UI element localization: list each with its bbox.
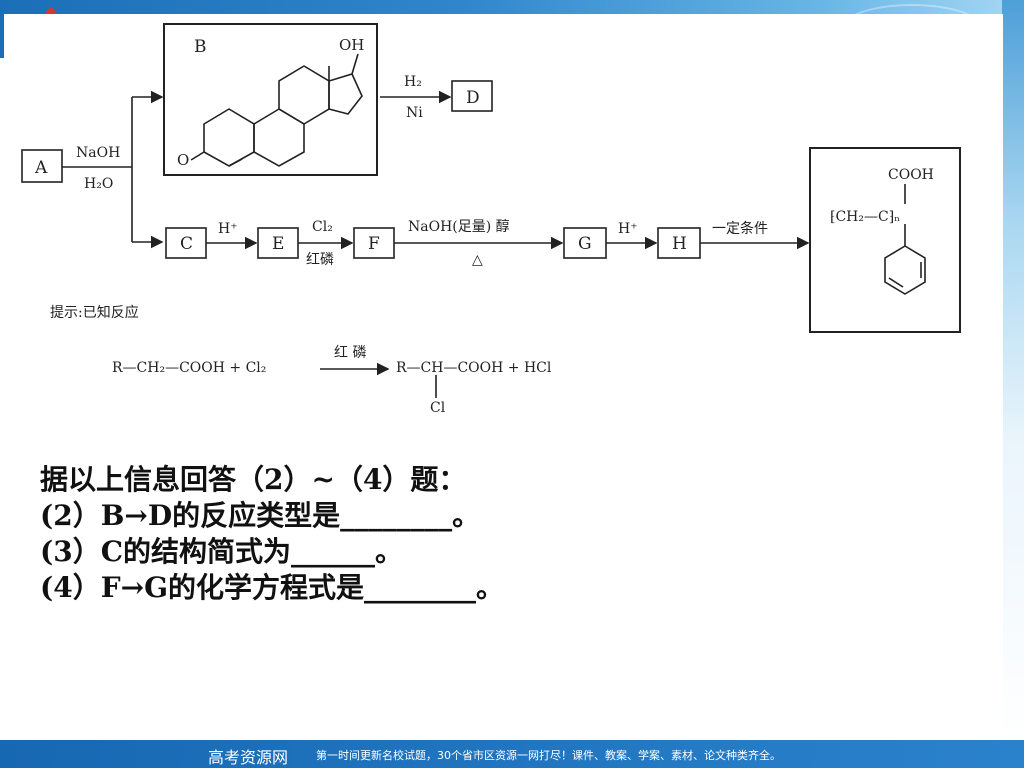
step-gh: H⁺ bbox=[618, 221, 638, 237]
slide-content: A B OH O D C E F G H NaOH H₂O H₂ Ni H⁺ C… bbox=[4, 14, 1003, 740]
question-4: (4）F→G的化学方程式是________。 bbox=[40, 571, 504, 604]
box-e-label: E bbox=[272, 234, 284, 254]
questions-intro: 据以上信息回答（2）~（4）题： bbox=[40, 463, 467, 496]
box-f-label: F bbox=[368, 234, 380, 254]
ketone-o-label: O bbox=[177, 151, 189, 169]
box-c-label: C bbox=[180, 234, 193, 254]
step-fg-top: NaOH(足量) 醇 bbox=[408, 218, 510, 235]
logo-mark-icon bbox=[46, 8, 56, 18]
footer-tagline: 第一时间更新名校试题，30个省市区资源一网打尽！课件、教案、学案、素材、论文种类… bbox=[316, 749, 781, 762]
step-bd-bottom: Ni bbox=[406, 105, 423, 121]
box-b-label: B bbox=[194, 37, 207, 57]
hint-product-cl: Cl bbox=[430, 400, 446, 416]
question-block: 据以上信息回答（2）~（4）题： (2）B→D的反应类型是________。 (… bbox=[40, 462, 940, 606]
box-h-label: H bbox=[672, 234, 687, 254]
box-b bbox=[163, 23, 378, 176]
step-bd-top: H₂ bbox=[404, 74, 422, 90]
question-3: (3）C的结构简式为______。 bbox=[40, 535, 404, 568]
hint-condition: 红 磷 bbox=[334, 345, 366, 361]
reaction-scheme: A B OH O D C E F G H NaOH H₂O H₂ Ni H⁺ C… bbox=[21, 23, 961, 416]
benzene-ring bbox=[884, 245, 926, 295]
hint-title: 提示:已知反应 bbox=[50, 304, 139, 321]
oh-label: OH bbox=[339, 36, 364, 54]
step-ce: H⁺ bbox=[218, 221, 238, 237]
hint-product: R—CH—COOH + HCl bbox=[396, 360, 552, 376]
box-a-label: A bbox=[34, 158, 48, 178]
question-2: (2）B→D的反应类型是________。 bbox=[40, 499, 481, 532]
step-h-polymer: 一定条件 bbox=[712, 220, 768, 237]
polymer-cooh: COOH bbox=[888, 167, 934, 183]
hint-reactant: R—CH₂—COOH + Cl₂ bbox=[112, 360, 266, 376]
step-a-bottom: H₂O bbox=[84, 176, 113, 192]
step-ef-top: Cl₂ bbox=[312, 219, 333, 235]
box-a bbox=[21, 149, 63, 183]
footer-brand[interactable]: 高考资源网 bbox=[208, 748, 289, 767]
footer-bar: 高考资源网 第一时间更新名校试题，30个省市区资源一网打尽！课件、教案、学案、素… bbox=[0, 740, 1024, 768]
polymer-box bbox=[809, 147, 961, 333]
steroid-structure bbox=[190, 53, 363, 167]
box-g-label: G bbox=[578, 234, 592, 254]
box-d-label: D bbox=[466, 88, 480, 108]
step-ef-bottom: 红磷 bbox=[306, 252, 334, 268]
step-a-top: NaOH bbox=[76, 145, 120, 161]
right-decor-strip bbox=[1002, 0, 1024, 740]
step-fg-bottom: △ bbox=[472, 252, 483, 268]
box-d bbox=[451, 80, 493, 112]
polymer-chain: ⁅CH₂—C⁆ₙ bbox=[830, 209, 900, 225]
